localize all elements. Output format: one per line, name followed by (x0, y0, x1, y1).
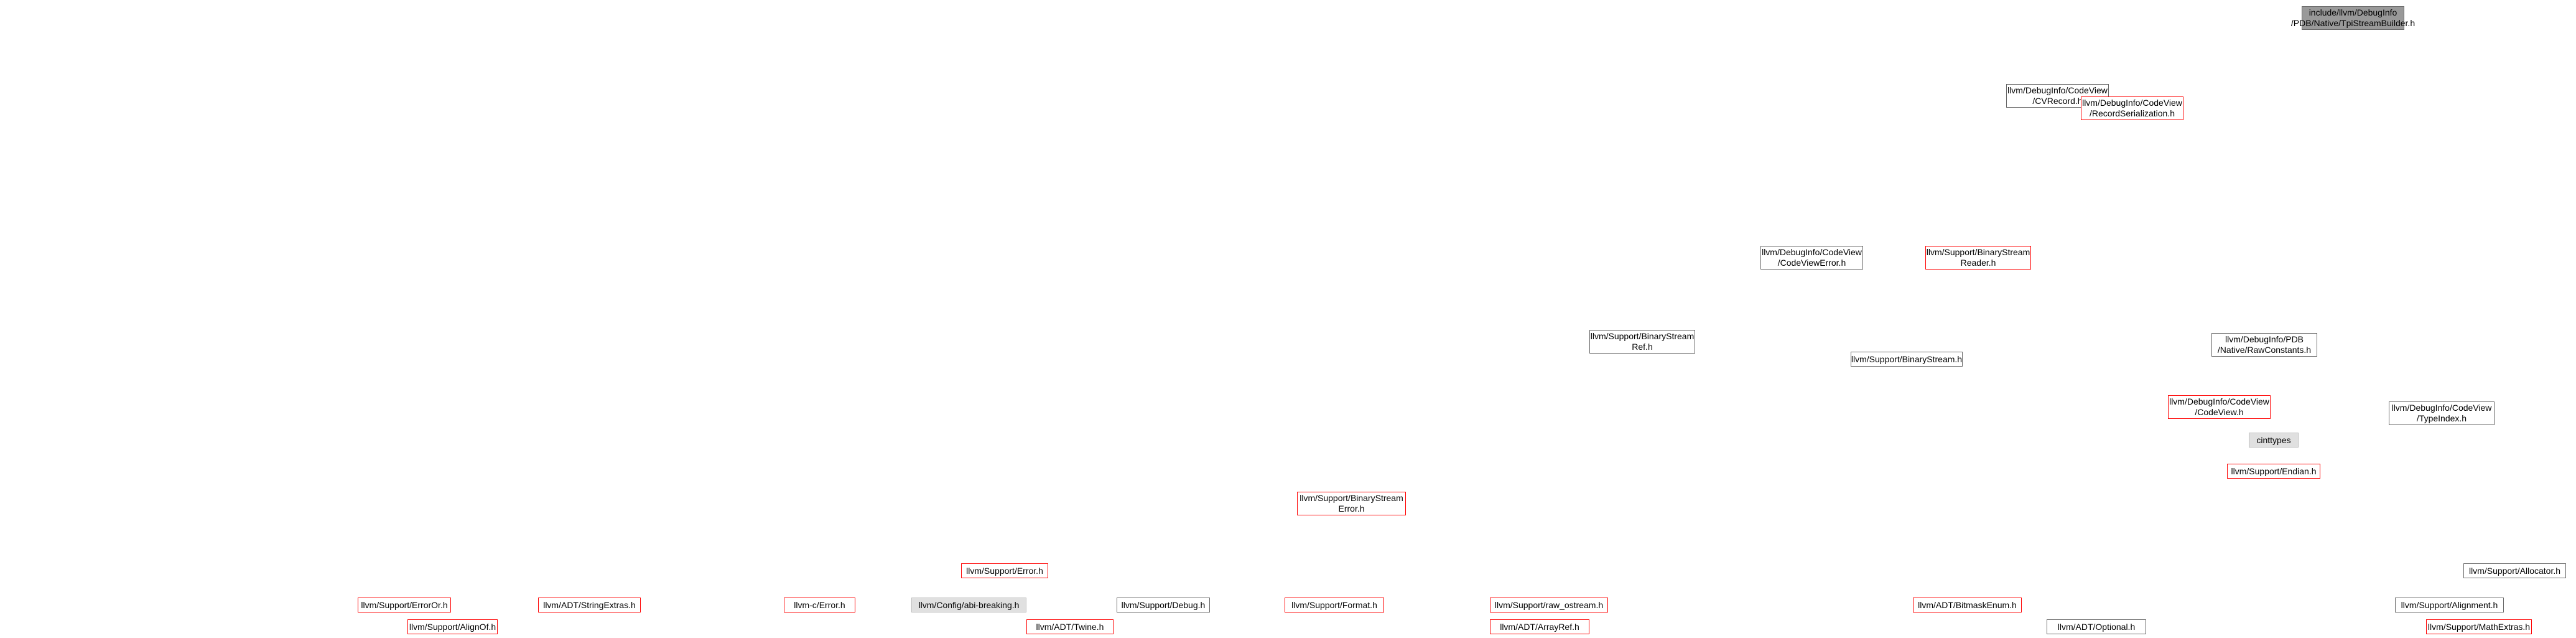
node-bitmaskenum[interactable]: llvm/ADT/BitmaskEnum.h (1913, 598, 2022, 612)
node-binarystreamerror[interactable]: llvm/Support/BinaryStream Error.h (1297, 492, 1406, 515)
node-recordserialization[interactable]: llvm/DebugInfo/CodeView /RecordSerializa… (2081, 96, 2183, 120)
node-tpistreambuilder[interactable]: include/llvm/DebugInfo /PDB/Native/TpiSt… (2291, 6, 2415, 30)
node-twine[interactable]: llvm/ADT/Twine.h (1026, 619, 1114, 634)
node-stringextras[interactable]: llvm/ADT/StringExtras.h (538, 598, 641, 612)
node-alignment[interactable]: llvm/Support/Alignment.h (2395, 598, 2504, 612)
node-cinttypes[interactable]: cinttypes (2249, 433, 2299, 448)
node-cvrecord[interactable]: llvm/DebugInfo/CodeView /CVRecord.h (2006, 84, 2109, 108)
node-allocator[interactable]: llvm/Support/Allocator.h (2463, 563, 2566, 578)
node-debug[interactable]: llvm/Support/Debug.h (1117, 598, 1210, 612)
node-binarystream[interactable]: llvm/Support/BinaryStream.h (1851, 352, 1963, 367)
node-raw-ostream[interactable]: llvm/Support/raw_ostream.h (1490, 598, 1608, 612)
node-codeview[interactable]: llvm/DebugInfo/CodeView /CodeView.h (2168, 395, 2271, 419)
node-optional[interactable]: llvm/ADT/Optional.h (2047, 619, 2146, 634)
node-format[interactable]: llvm/Support/Format.h (1285, 598, 1384, 612)
node-abi-breaking[interactable]: llvm/Config/abi-breaking.h (911, 598, 1026, 612)
node-erroror[interactable]: llvm/Support/ErrorOr.h (358, 598, 451, 612)
node-rawconstants[interactable]: llvm/DebugInfo/PDB /Native/RawConstants.… (2211, 333, 2317, 357)
node-error[interactable]: llvm/Support/Error.h (961, 563, 1048, 578)
node-arrayref[interactable]: llvm/ADT/ArrayRef.h (1490, 619, 1589, 634)
node-binarystreamreader[interactable]: llvm/Support/BinaryStream Reader.h (1925, 246, 2031, 270)
node-alignof[interactable]: llvm/Support/AlignOf.h (407, 619, 498, 634)
node-binarystreamref[interactable]: llvm/Support/BinaryStream Ref.h (1589, 330, 1695, 354)
node-codeviewerror[interactable]: llvm/DebugInfo/CodeView /CodeViewError.h (1760, 246, 1863, 270)
node-typeindex[interactable]: llvm/DebugInfo/CodeView /TypeIndex.h (2389, 401, 2495, 425)
node-llvm-c-error[interactable]: llvm-c/Error.h (784, 598, 855, 612)
node-mathextras[interactable]: llvm/Support/MathExtras.h (2426, 619, 2532, 634)
node-endian[interactable]: llvm/Support/Endian.h (2227, 464, 2320, 479)
